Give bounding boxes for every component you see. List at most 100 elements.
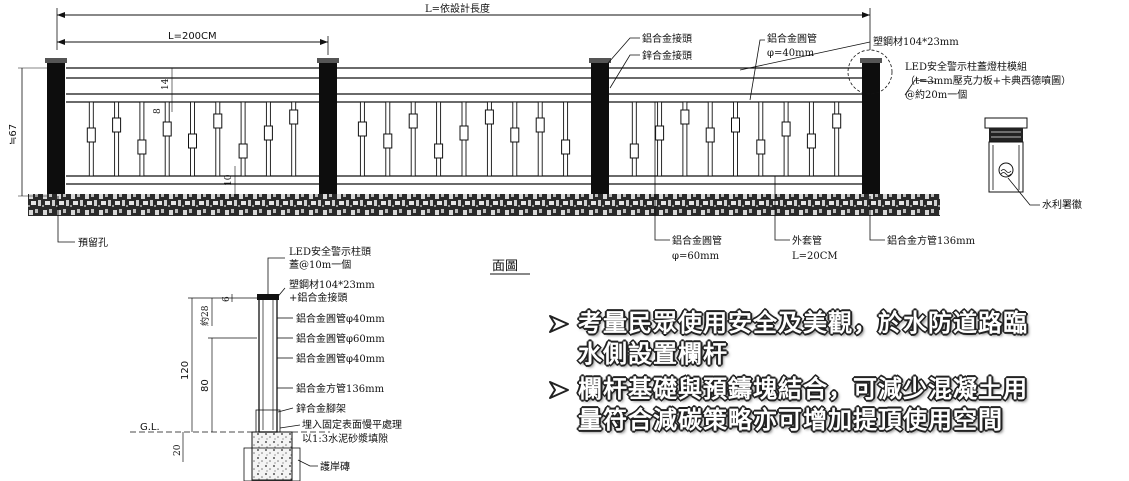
baluster bbox=[359, 101, 365, 177]
dim-10-label: 10 bbox=[224, 174, 234, 186]
rails bbox=[66, 67, 862, 185]
baluster-sleeve bbox=[289, 109, 299, 125]
bullet-2-line2: 量符合減碳策略亦可增加提頂使用空間 bbox=[578, 406, 1003, 434]
baluster bbox=[240, 101, 246, 177]
baluster-sleeve bbox=[535, 117, 545, 133]
plastic-steel-sec-line2: +鋁合金接頭 bbox=[289, 291, 347, 304]
zinc-foot-label: 鋅合金腳架 bbox=[296, 402, 346, 415]
baluster bbox=[410, 101, 416, 177]
baluster-sleeve bbox=[434, 143, 444, 159]
dim-8-label: 8 bbox=[153, 108, 163, 114]
baluster bbox=[733, 101, 738, 177]
view-title: 面圖 bbox=[492, 259, 518, 274]
alu-square-pipe-label: 鋁合金方管136mm bbox=[887, 234, 976, 247]
ground-strip bbox=[28, 194, 940, 216]
led-cap-line2: 蓋@10m一個 bbox=[289, 258, 351, 271]
outer-sleeve-label: 外套管 bbox=[792, 234, 822, 247]
section-leaders bbox=[267, 257, 318, 467]
sleeve-length-label: L=20CM bbox=[792, 251, 838, 262]
bullet-item: 欄杆基礎與預鑄塊結合，可減少混凝土用 量符合減碳策略亦可增加提頂使用空間 bbox=[548, 374, 1123, 436]
arrow-bullet-icon bbox=[548, 374, 578, 406]
baluster-sleeve bbox=[459, 125, 469, 141]
baluster-sleeve bbox=[137, 139, 147, 155]
phi60-label: φ=60mm bbox=[672, 251, 720, 262]
baluster-sleeve bbox=[86, 127, 96, 143]
baluster bbox=[758, 101, 764, 177]
led-detail-line2: （t=3mm壓克力板+卡典西德噴圖） bbox=[905, 74, 1071, 87]
dim-14-label: 14 bbox=[161, 78, 171, 90]
square-pipe-label: 鋁合金方管136mm bbox=[296, 382, 385, 395]
gl-label: G.L. bbox=[140, 422, 160, 433]
revetment-label: 護岸磚 bbox=[320, 460, 350, 473]
water-agency-emblem-icon bbox=[998, 162, 1014, 178]
pipe60-label: 鋁合金圓管φ60mm bbox=[296, 332, 385, 345]
overall-length-label: L=依設計長度 bbox=[425, 2, 490, 15]
reserved-hole-label: 預留孔 bbox=[78, 236, 108, 249]
baluster bbox=[783, 101, 789, 177]
baluster-sleeve bbox=[484, 109, 494, 125]
baluster-sleeve bbox=[832, 113, 842, 129]
water-agency-label: 水利署徽 bbox=[1042, 198, 1082, 211]
baluster-sleeve bbox=[781, 121, 791, 137]
plastic-steel-sec-line1: 塑鋼材104*23mm bbox=[289, 278, 375, 291]
bay-length-dimension: L=200CM bbox=[57, 31, 329, 55]
baluster-sleeve bbox=[705, 127, 715, 143]
section-dimensions bbox=[182, 294, 257, 462]
baluster bbox=[563, 101, 569, 177]
baluster-sleeve bbox=[510, 127, 520, 143]
led-detail-line1: LED安全警示柱蓋燈柱模組 bbox=[905, 60, 1027, 73]
baluster bbox=[436, 101, 442, 177]
baluster-sleeve bbox=[357, 121, 367, 137]
bullet-item: 考量民眾使用安全及美觀，於水防道路臨 水側設置欄杆 bbox=[548, 308, 1123, 370]
embed-line1: 埋入固定表面慢平處理 bbox=[302, 418, 402, 431]
pipe40b-label: 鋁合金圓管φ40mm bbox=[296, 352, 385, 365]
alu-joint-label: 鋁合金接頭 bbox=[642, 32, 692, 45]
bay-length-label: L=200CM bbox=[168, 31, 217, 42]
led-cap-detail bbox=[984, 117, 1040, 206]
alu-round-pipe-60-label: 鋁合金圓管 bbox=[672, 234, 722, 247]
baluster-sleeve bbox=[112, 117, 122, 133]
led-cap-line1: LED安全警示柱頭 bbox=[289, 245, 371, 258]
baluster bbox=[834, 101, 840, 177]
baluster-sleeve bbox=[213, 113, 223, 129]
baluster bbox=[139, 101, 145, 177]
baluster-sleeve bbox=[629, 143, 639, 159]
baluster-sleeve bbox=[655, 125, 665, 141]
baluster-sleeve bbox=[680, 109, 690, 125]
baluster-sleeve bbox=[162, 121, 172, 137]
height-dimension: ≒67 bbox=[8, 67, 47, 197]
baluster bbox=[164, 101, 170, 177]
baluster-sleeve bbox=[756, 139, 766, 155]
post bbox=[45, 58, 67, 196]
bullet-1-line2: 水側設置欄杆 bbox=[578, 340, 728, 368]
dim-120-label: 120 bbox=[180, 361, 191, 380]
baluster bbox=[114, 101, 120, 177]
baluster bbox=[631, 101, 637, 177]
height-label: ≒67 bbox=[8, 124, 19, 145]
baluster bbox=[486, 101, 492, 177]
baluster-sleeve bbox=[238, 143, 248, 159]
baluster-sleeve bbox=[731, 117, 740, 133]
overall-length-dimension: L=依設計長度 bbox=[56, 2, 871, 50]
plastic-steel-label: 塑鋼材104*23mm bbox=[873, 35, 959, 48]
baluster bbox=[215, 101, 221, 177]
arrow-bullet-icon bbox=[548, 308, 578, 340]
baluster bbox=[537, 101, 543, 177]
alu-round-pipe-40-label: 鋁合金圓管 bbox=[767, 32, 817, 45]
rail-spacing-dims: 14 8 10 bbox=[153, 68, 236, 196]
top-callouts bbox=[601, 37, 936, 101]
footing bbox=[251, 431, 293, 481]
post bbox=[317, 58, 339, 196]
baluster-sleeve bbox=[188, 133, 197, 149]
baluster bbox=[291, 101, 297, 177]
bullet-1-line1: 考量民眾使用安全及美觀，於水防道路臨 bbox=[578, 309, 1028, 337]
post bbox=[589, 58, 611, 196]
bottom-callouts bbox=[57, 102, 885, 243]
baluster bbox=[682, 101, 688, 177]
dim-6-label: 6 bbox=[222, 296, 232, 302]
baluster-sleeve bbox=[806, 133, 816, 149]
embed-line2: 以1:3水泥砂漿填隙 bbox=[302, 432, 388, 445]
bullet-list: 考量民眾使用安全及美觀，於水防道路臨 水側設置欄杆 欄杆基礎與預鑄塊結合，可減少… bbox=[548, 308, 1123, 440]
dim-28-label: 約28 bbox=[199, 305, 211, 326]
